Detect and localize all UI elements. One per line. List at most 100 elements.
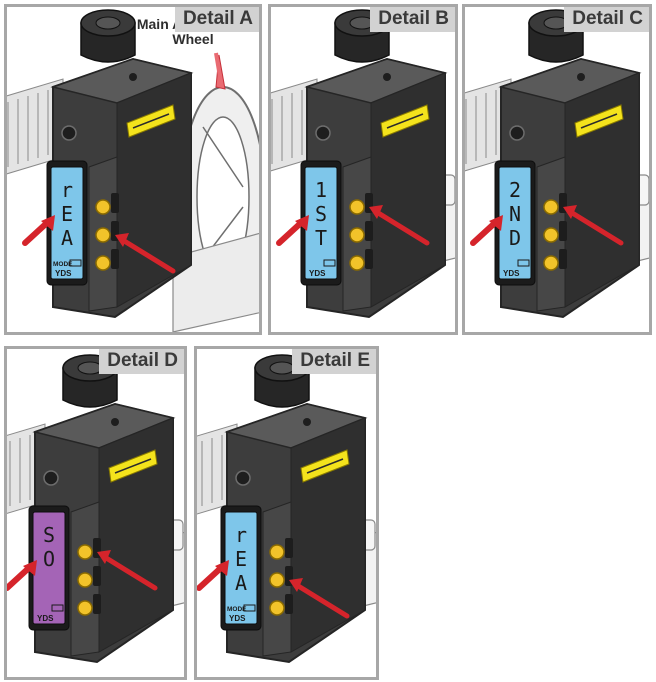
detail-a-tag: Detail A: [174, 7, 259, 32]
mode-button: [269, 600, 285, 616]
button-slot: [111, 249, 119, 269]
brand-badge-mark: [386, 113, 424, 129]
display-character: E: [61, 202, 73, 226]
button-arrow-shaft: [292, 581, 350, 619]
display-character: A: [235, 571, 247, 595]
top-knob: [62, 354, 118, 408]
display-arrow-head: [41, 215, 55, 231]
brand-badge-mark: [114, 458, 152, 474]
display-arrow-shaft: [197, 563, 226, 591]
detail-e-tag: Detail E: [292, 349, 376, 374]
mode-button: [269, 572, 285, 588]
body-screw: [315, 125, 331, 141]
body-screw: [383, 73, 391, 81]
body-screw: [111, 418, 119, 426]
display-arrow-head: [295, 215, 309, 231]
display-character: E: [235, 547, 247, 571]
mode-button: [543, 255, 559, 271]
button-arrow-head: [369, 205, 383, 219]
brand-badge-mark: [132, 113, 170, 129]
battery-indicator: [243, 604, 256, 612]
button-arrow-shaft: [100, 553, 158, 591]
knob-center: [95, 16, 121, 30]
callout-arrow-shaft: [214, 52, 222, 78]
mode-button: [95, 255, 111, 271]
mode-label: MODE: [53, 261, 73, 268]
button-slot: [365, 221, 373, 241]
mode-button: [77, 600, 93, 616]
display-character: N: [509, 202, 521, 226]
detail-d-tag: Detail D: [99, 349, 184, 374]
display-character: 1: [315, 178, 327, 202]
button-slot: [365, 249, 373, 269]
display-character: T: [315, 226, 327, 250]
body-screw: [235, 470, 251, 486]
display-arrow-head: [489, 215, 503, 231]
detail-c-tag: Detail C: [564, 7, 649, 32]
brand-badge-mark: [306, 458, 344, 474]
display-character: S: [315, 202, 327, 226]
display-character: S: [43, 523, 55, 547]
button-arrow-shaft: [372, 208, 430, 246]
mode-button: [349, 255, 365, 271]
body-screw: [61, 125, 77, 141]
sight-illustration: 2ND YDS: [465, 9, 649, 319]
button-slot: [93, 594, 101, 614]
display-arrow-head: [23, 560, 37, 576]
battery-indicator: [323, 259, 336, 267]
mode-label: MODE: [227, 606, 247, 613]
sight-scene: 2ND YDS: [465, 9, 649, 319]
body-screw: [129, 73, 137, 81]
mode-button: [77, 544, 93, 560]
button-slot: [559, 221, 567, 241]
button-slot: [285, 594, 293, 614]
display-character: r: [61, 178, 73, 202]
battery-indicator: [517, 259, 530, 267]
body-screw: [577, 73, 585, 81]
button-arrow-head: [115, 233, 129, 247]
brand-badge-mark: [580, 113, 618, 129]
mode-button: [543, 199, 559, 215]
detail-b-tag: Detail B: [370, 7, 455, 32]
button-arrow-shaft: [566, 208, 624, 246]
mode-button: [349, 227, 365, 243]
display-arrow-head: [215, 560, 229, 576]
button-slot: [559, 249, 567, 269]
units-label: YDS: [309, 269, 326, 278]
display-arrow-shaft: [22, 218, 52, 246]
units-label: YDS: [55, 269, 72, 278]
top-knob: [80, 9, 136, 63]
display-character: A: [61, 226, 73, 250]
battery-indicator: [69, 259, 82, 267]
button-arrow-shaft: [118, 236, 176, 274]
mode-button: [95, 199, 111, 215]
display-character: O: [43, 547, 55, 571]
mode-button: [269, 544, 285, 560]
body-screw: [303, 418, 311, 426]
battery-indicator: [51, 604, 64, 612]
lower-bracket: [172, 232, 259, 332]
sight-illustration: SO YDS: [7, 354, 184, 664]
button-arrow-head: [97, 550, 111, 564]
display-arrow-shaft: [7, 563, 34, 591]
display-character: 2: [509, 178, 521, 202]
body-screw: [509, 125, 525, 141]
units-label: YDS: [37, 614, 54, 623]
display-character: D: [509, 226, 521, 250]
sight-illustration: 1ST YDS: [271, 9, 455, 319]
callout-line-2: Wheel: [172, 31, 214, 47]
button-arrow-head: [289, 578, 303, 592]
button-arrow-head: [563, 205, 577, 219]
units-label: YDS: [503, 269, 520, 278]
mode-button: [77, 572, 93, 588]
top-knob: [334, 9, 390, 63]
